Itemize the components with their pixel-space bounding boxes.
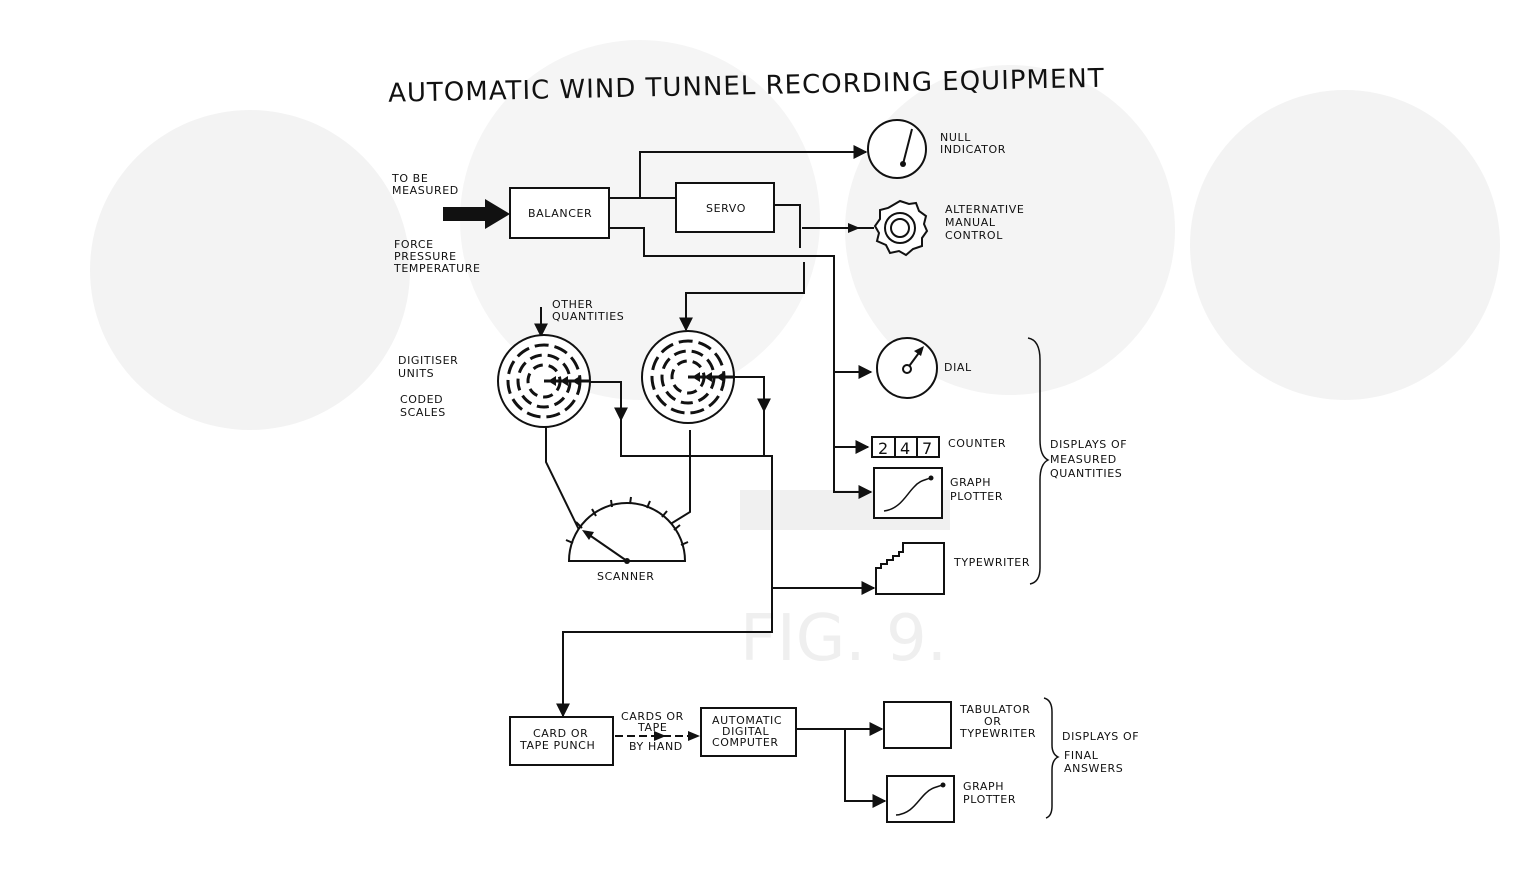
tabulator-box xyxy=(883,701,952,749)
counter-label: COUNTER xyxy=(948,437,1006,450)
tabulator-line-2: OR xyxy=(984,715,1002,728)
input-arrow-icon xyxy=(443,199,510,229)
null-indicator-line-2: INDICATOR xyxy=(940,143,1006,156)
dial-label: DIAL xyxy=(944,361,972,374)
graph-plotter-1-line-1: GRAPH xyxy=(950,476,991,489)
displays-final-line-3: ANSWERS xyxy=(1064,762,1123,775)
coded-scales-line-1: CODED xyxy=(400,393,443,406)
displays-final-line-2: FINAL xyxy=(1064,749,1099,762)
dial-icon xyxy=(876,337,938,399)
manual-control-line-2: MANUAL xyxy=(945,216,996,229)
card-punch-box: CARD OR TAPE PUNCH xyxy=(509,716,614,766)
coded-scales-line-2: SCALES xyxy=(400,406,446,419)
cards-by-hand-line-2: TAPE xyxy=(637,721,667,734)
by-hand-dashed-arrow xyxy=(615,731,700,741)
coded-scale-disc-2-icon xyxy=(641,330,735,424)
manual-control-knob-icon xyxy=(873,199,929,257)
digitiser-units-line-1: DIGITISER xyxy=(398,354,458,367)
scanner-icon xyxy=(565,496,689,564)
tabulator-line-1: TABULATOR xyxy=(959,703,1030,716)
measured-brace xyxy=(1027,337,1050,585)
tabulator-line-3: TYPEWRITER xyxy=(959,727,1036,740)
displays-final-line-1: DISPLAYS OF xyxy=(1062,730,1139,743)
balancer-box: BALANCER xyxy=(509,187,610,239)
counter-digit-1: 2 xyxy=(878,439,888,458)
to-graph-plotter-2-line xyxy=(844,729,887,808)
input-top-line-1: TO BE xyxy=(391,172,428,185)
digitiser-units-line-2: UNITS xyxy=(398,367,434,380)
graph-plotter-2-line-1: GRAPH xyxy=(963,780,1004,793)
cards-by-hand-line-1: CARDS OR xyxy=(621,710,684,723)
input-section: TO BE MEASURED FORCE PRESSURE TEMPERATUR… xyxy=(391,172,510,275)
computer-box: AUTOMATIC DIGITAL COMPUTER xyxy=(700,707,797,757)
typewriter-icon xyxy=(875,542,945,595)
input-bottom-line-1: FORCE xyxy=(394,238,434,251)
manual-control-line-1: ALTERNATIVE xyxy=(945,203,1024,216)
other-quantities-line-1: OTHER xyxy=(552,298,593,311)
displays-measured-line-1: DISPLAYS OF xyxy=(1050,438,1127,451)
computer-line-3: COMPUTER xyxy=(712,736,779,749)
other-quantities-line-2: QUANTITIES xyxy=(552,310,624,323)
scanner-label: SCANNER xyxy=(597,570,654,583)
typewriter-label: TYPEWRITER xyxy=(953,556,1030,569)
computer-line-1: AUTOMATIC xyxy=(712,714,782,727)
counter-icon: 2 4 7 xyxy=(871,436,940,458)
final-brace xyxy=(1043,697,1060,819)
figure-watermark: FIG. 9. xyxy=(740,602,947,676)
coded-scale-disc-1-icon xyxy=(497,334,591,428)
card-punch-line-1: CARD OR xyxy=(533,727,588,740)
counter-digit-3: 7 xyxy=(922,439,932,458)
graph-plotter-2-icon xyxy=(886,775,955,823)
counter-digit-2: 4 xyxy=(900,439,910,458)
displays-measured-line-2: MEASURED xyxy=(1050,453,1117,466)
background-ghost-reels xyxy=(90,40,1500,530)
computer-line-2: DIGITAL xyxy=(722,725,769,738)
servo-label: SERVO xyxy=(706,202,746,215)
manual-control-line-3: CONTROL xyxy=(945,229,1003,242)
graph-plotter-1-icon xyxy=(873,467,943,519)
null-indicator-line-1: NULL xyxy=(940,131,971,144)
card-punch-line-2: TAPE PUNCH xyxy=(519,739,595,752)
graph-plotter-1-line-2: PLOTTER xyxy=(950,490,1003,503)
connector-lines xyxy=(534,145,876,718)
graph-plotter-2-line-2: PLOTTER xyxy=(963,793,1016,806)
cards-by-hand-line-3: BY HAND xyxy=(629,740,683,753)
input-bottom-line-2: PRESSURE xyxy=(394,250,457,263)
balancer-label: BALANCER xyxy=(528,207,592,220)
null-indicator-gauge-icon xyxy=(867,119,927,179)
input-top-line-2: MEASURED xyxy=(392,184,459,197)
displays-measured-line-3: QUANTITIES xyxy=(1050,467,1122,480)
servo-box: SERVO xyxy=(675,182,775,233)
input-bottom-line-3: TEMPERATURE xyxy=(393,262,481,275)
